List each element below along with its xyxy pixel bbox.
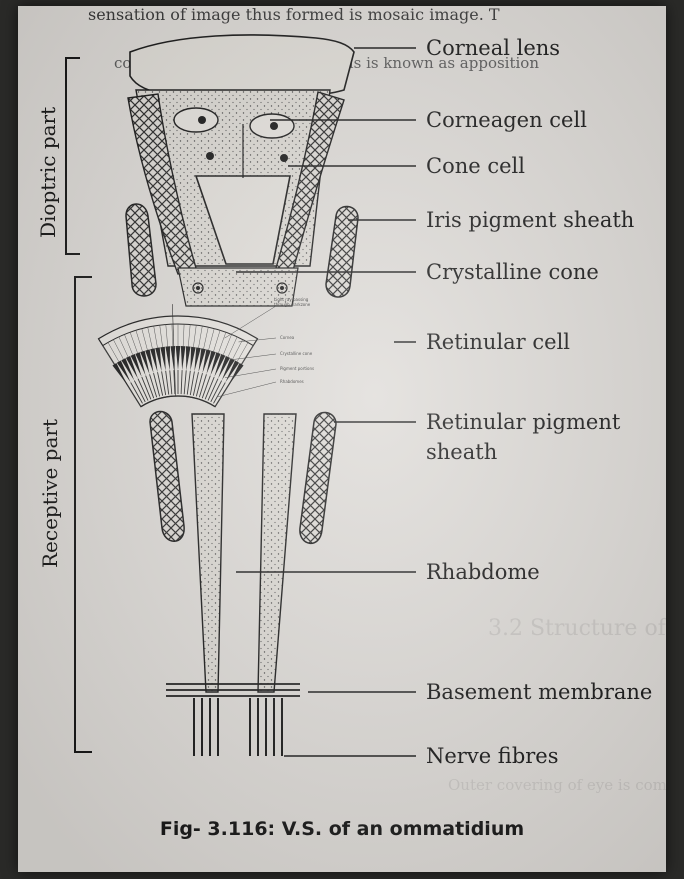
corneagen-cell-left [174, 108, 218, 132]
dioptric-bracket [66, 58, 80, 254]
inset-compound-eye [99, 304, 276, 407]
nerve-fibres [194, 698, 282, 756]
textbook-page: 3.2 Structure of an ommatidium Outer cov… [18, 6, 666, 872]
label-retinular-pigment-sheath: Retinular pigment sheath [426, 409, 620, 465]
label-rhabdome: Rhabdome [426, 559, 540, 585]
retinular-pigment-sheath-right [300, 412, 336, 543]
label-crystalline-cone: Crystalline cone [426, 259, 599, 285]
receptive-part-label: Receptive part [38, 419, 62, 568]
inset-label-rhabdomes: Rhabdomes [280, 379, 304, 384]
inset-label-crystalline-cone: Crystalline cone [280, 351, 312, 356]
label-basement-membrane: Basement membrane [426, 679, 652, 705]
inset-label-light-ray: Light ray passing through clarkzone [274, 297, 310, 307]
corneal-lens [130, 35, 354, 98]
inset-label-pigment-portions: Pigment portions [280, 366, 314, 371]
receptive-bracket [75, 277, 92, 752]
rhabdome-right [258, 414, 296, 692]
label-nerve-fibres: Nerve fibres [426, 743, 559, 769]
figure-caption: Fig- 3.116: V.S. of an ommatidium [18, 818, 666, 840]
retinular-pigment-sheath-left [150, 412, 184, 542]
label-retinular-cell: Retinular cell [426, 329, 570, 355]
inset-label-cornea: Cornea [280, 335, 294, 340]
dioptric-part-label: Dioptric part [36, 107, 60, 238]
label-iris-pigment-sheath: Iris pigment sheath [426, 207, 634, 233]
label-cone-cell: Cone cell [426, 153, 525, 179]
rhabdome-left [192, 414, 224, 692]
label-corneal-lens: Corneal lens [426, 35, 560, 61]
label-corneagen-cell: Corneagen cell [426, 107, 587, 133]
iris-pigment-sheath-left [126, 204, 156, 296]
